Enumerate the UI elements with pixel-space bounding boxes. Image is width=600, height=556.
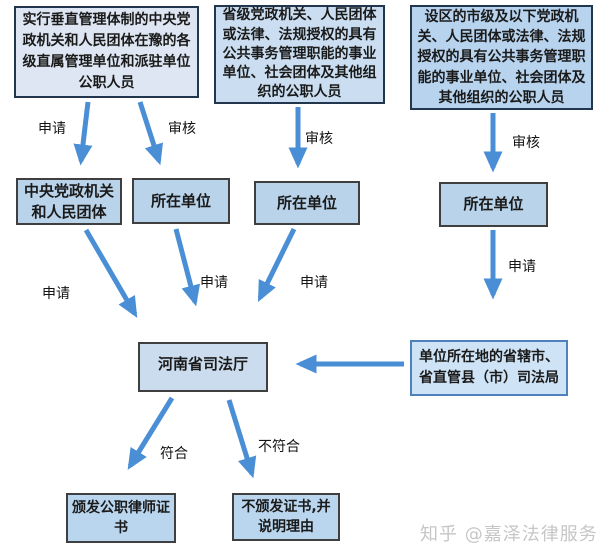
edge-label-apply-5: 申请 xyxy=(508,259,536,275)
edge-label-fail: 不符合 xyxy=(258,439,300,455)
edge-label-apply-1: 申请 xyxy=(38,121,66,137)
arrow-apply-central-to-justice xyxy=(83,228,138,318)
arrow-apply-unitmiddle-to-justice xyxy=(257,227,297,303)
node-issue-cert: 颁发公职律师证书 xyxy=(66,493,176,543)
edge-label-pass: 符合 xyxy=(160,446,188,462)
edge-label-apply-2: 申请 xyxy=(42,286,70,302)
arrow-apply-topleft-to-central xyxy=(73,101,93,166)
node-unit-left: 所在单位 xyxy=(132,178,230,224)
node-central-org: 中央党政机关和人民团体 xyxy=(16,178,122,225)
arrow-apply-unitleft-to-justice xyxy=(173,228,201,307)
edge-label-apply-3: 申请 xyxy=(200,275,228,291)
node-top-left-vertical-orgs: 实行垂直管理体制的中央党政机关和人民团体在豫的各级直属管理单位和派驻单位公职人员 xyxy=(14,6,199,98)
node-unit-right: 所在单位 xyxy=(439,182,548,227)
edge-label-apply-4: 申请 xyxy=(300,275,328,291)
node-local-justice-bureau: 单位所在地的省辖市、省直管县（市）司法局 xyxy=(410,340,568,396)
edge-label-review-3: 审核 xyxy=(512,135,540,151)
node-no-cert: 不颁发证书,并说明理由 xyxy=(232,493,340,541)
edge-label-review-1: 审核 xyxy=(168,121,196,137)
node-top-middle-provincial-orgs: 省级党政机关、人民团体或法律、法规授权的具有公共事务管理职能的事业单位、社会团体… xyxy=(214,5,385,104)
node-top-right-city-orgs: 设区的市级及以下党政机关、人民团体或法律、法规授权的具有公共事务管理职能的事业单… xyxy=(410,5,593,110)
arrow-fail-to-no-cert xyxy=(226,399,257,479)
node-unit-middle: 所在单位 xyxy=(254,181,360,225)
arrow-review-topleft-to-unitleft xyxy=(137,101,163,166)
edge-label-review-2: 审核 xyxy=(305,131,333,147)
zhihu-watermark: 知乎 @嘉泽法律服务 xyxy=(420,524,598,545)
node-henan-justice-dept: 河南省司法厅 xyxy=(138,342,268,392)
